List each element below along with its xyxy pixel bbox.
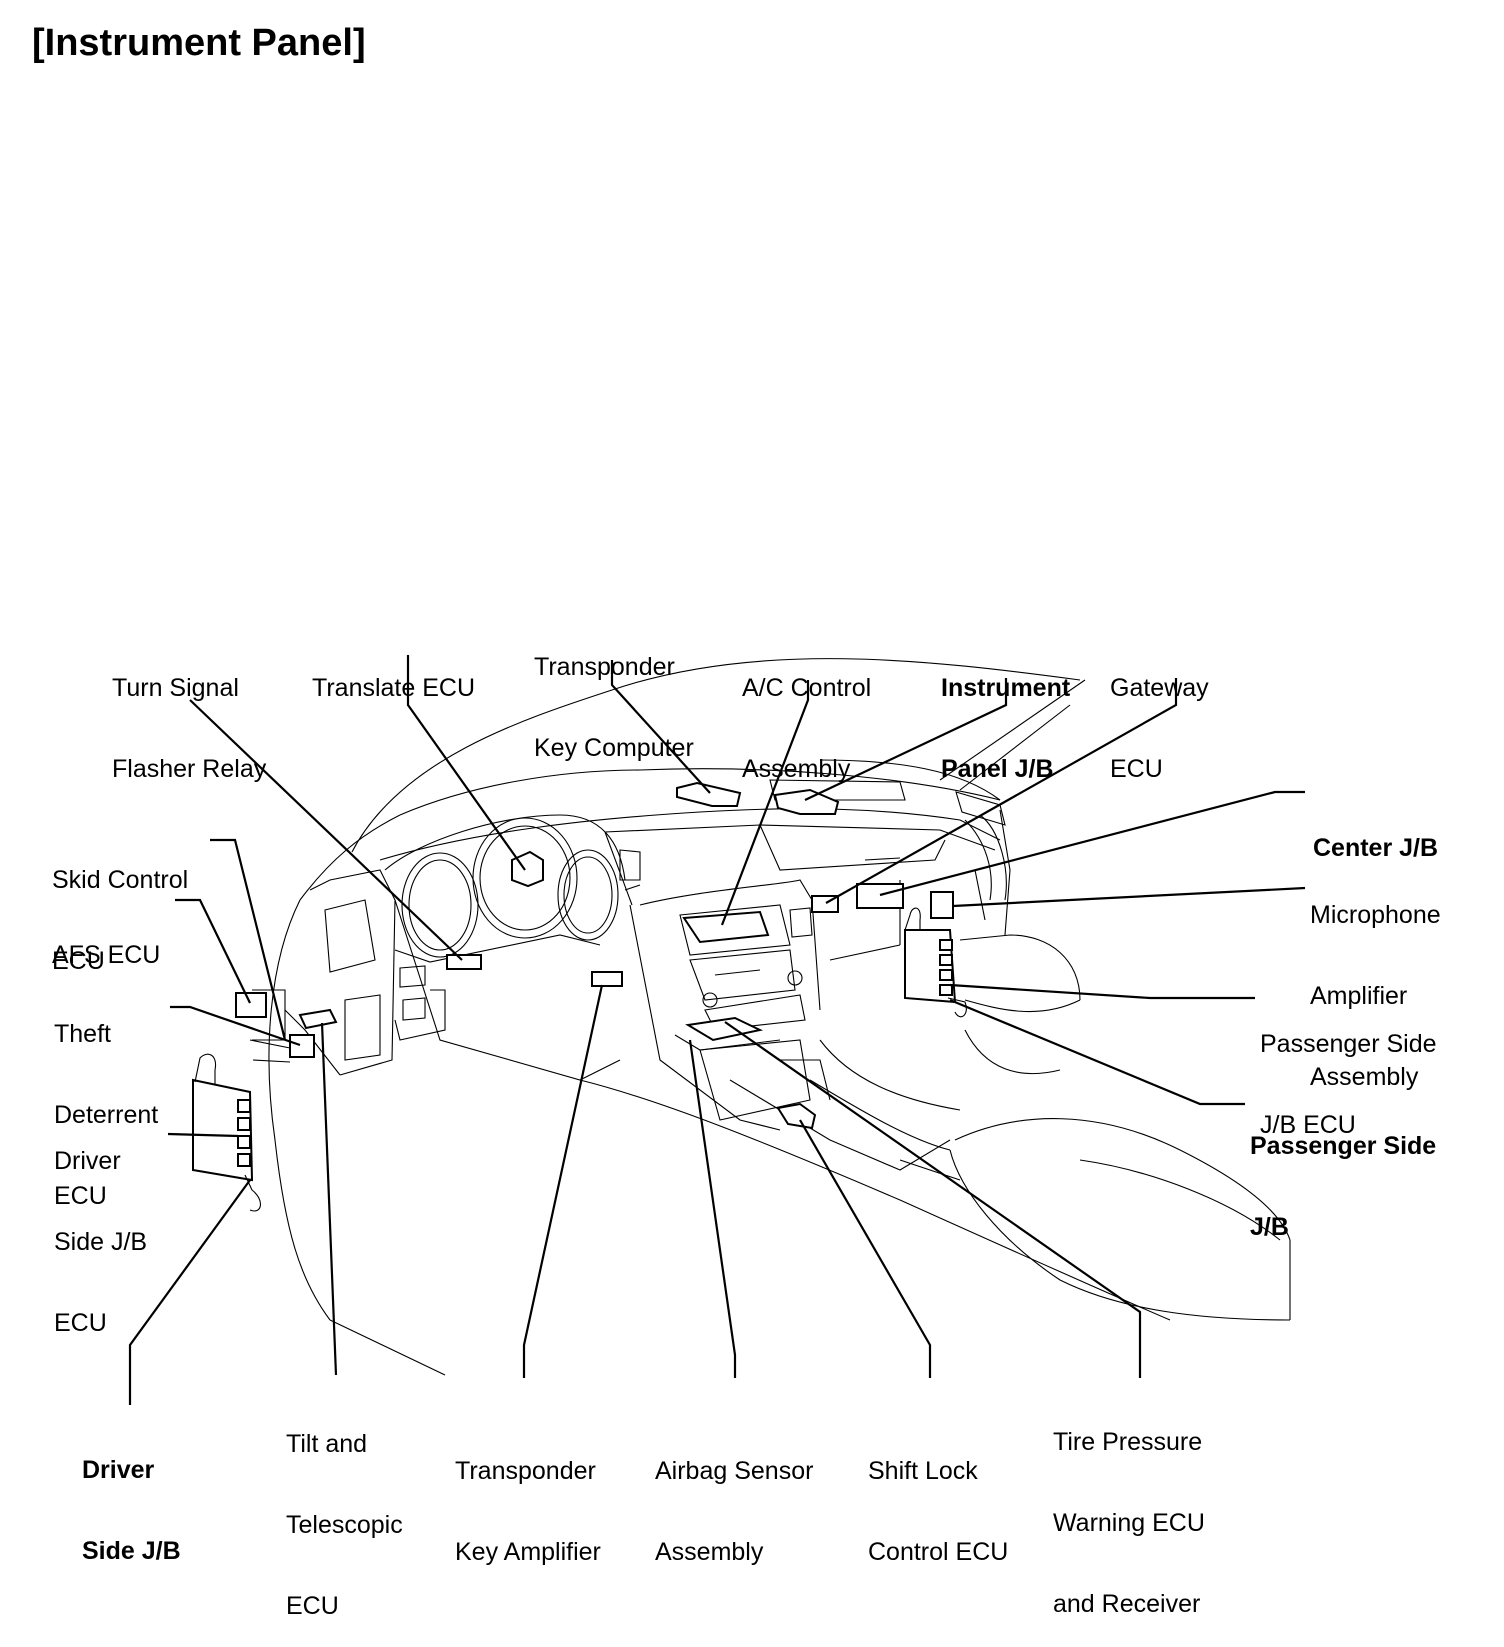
label-transponder-key-computer: Transponder Key Computer bbox=[534, 653, 694, 762]
leader-airbag bbox=[688, 1039, 737, 1378]
label-airbag-sensor-assembly: Airbag Sensor Assembly bbox=[655, 1457, 814, 1566]
translate-ecu-part bbox=[511, 850, 544, 888]
instrument-panel-jb-part bbox=[773, 788, 840, 815]
passenger-side-jb-part bbox=[904, 907, 967, 1018]
label-skid-control-ecu: Skid Control ECU bbox=[52, 866, 189, 975]
dashboard-outline bbox=[249, 658, 1291, 1376]
leader-ac-control bbox=[720, 680, 810, 926]
center-jb-part bbox=[856, 883, 904, 909]
label-shift-lock-control-ecu: Shift Lock Control ECU bbox=[868, 1457, 1009, 1566]
label-driver-side-jb-ecu: Driver Side J/B ECU bbox=[54, 1147, 148, 1337]
leader-driver-jb bbox=[128, 1179, 251, 1405]
leader-driver-ecu bbox=[167, 1132, 239, 1138]
leader-shift-lock bbox=[799, 1119, 932, 1378]
label-center-jb: Center J/B bbox=[1313, 834, 1439, 862]
leader-transponder-amp bbox=[522, 984, 604, 1378]
airbag-sensor-part bbox=[685, 1016, 764, 1042]
leader-passenger-jb bbox=[949, 998, 1245, 1106]
leader-theft bbox=[170, 1005, 301, 1047]
label-tire-pressure-warning-ecu: Tire Pressure Warning ECU and Receiver bbox=[1053, 1428, 1205, 1618]
leader-center-jb bbox=[879, 790, 1305, 897]
tilt-telescopic-part bbox=[298, 1008, 338, 1030]
leader-passenger-ecu bbox=[949, 983, 1255, 1000]
skid-control-ecu-part bbox=[252, 989, 286, 1041]
ac-control-part bbox=[682, 910, 770, 944]
leader-tilt bbox=[320, 1022, 338, 1376]
leader-afs bbox=[175, 898, 251, 1004]
label-afs-ecu: AFS ECU bbox=[52, 941, 161, 969]
leader-gateway bbox=[825, 678, 1178, 904]
leader-lines bbox=[128, 655, 1306, 1405]
leader-microphone bbox=[952, 886, 1306, 908]
label-gateway-ecu: Gateway ECU bbox=[1110, 674, 1209, 783]
instrument-panel-diagram bbox=[128, 655, 1306, 1405]
leader-transponder-computer bbox=[610, 660, 711, 794]
label-passenger-side-jb: Passenger Side J/B bbox=[1250, 1132, 1437, 1241]
label-ac-control-assembly: A/C Control Assembly bbox=[742, 674, 872, 783]
transponder-key-computer-part bbox=[676, 781, 742, 807]
leader-skid bbox=[210, 838, 287, 1041]
page-title: [Instrument Panel] bbox=[32, 22, 366, 64]
label-tilt-telescopic-ecu: Tilt and Telescopic ECU bbox=[286, 1430, 403, 1620]
label-transponder-key-amplifier: Transponder Key Amplifier bbox=[455, 1457, 601, 1566]
microphone-amplifier-part bbox=[930, 891, 954, 919]
theft-deterrent-part bbox=[289, 1034, 315, 1058]
label-instrument-panel-jb: Instrument Panel J/B bbox=[941, 674, 1071, 783]
label-theft-deterrent-ecu: Theft Deterrent ECU bbox=[54, 1020, 159, 1210]
component-parts bbox=[192, 781, 967, 1212]
leader-instrument-jb bbox=[804, 678, 1008, 801]
turn-signal-relay-part bbox=[446, 954, 482, 970]
label-passenger-side-jb-ecu: Passenger Side J/B ECU bbox=[1260, 1030, 1437, 1139]
label-translate-ecu: Translate ECU bbox=[312, 674, 476, 702]
leader-translate bbox=[406, 655, 526, 871]
driver-side-jb-part bbox=[192, 1053, 261, 1212]
transponder-key-amplifier-part bbox=[591, 971, 623, 987]
shift-lock-part bbox=[776, 1102, 817, 1130]
afs-ecu-part bbox=[235, 992, 267, 1018]
leader-turn-signal bbox=[189, 699, 463, 961]
label-turn-signal-flasher-relay: Turn Signal Flasher Relay bbox=[112, 674, 267, 783]
leader-tire-pressure bbox=[724, 1021, 1142, 1378]
label-microphone-amplifier-assembly: Microphone Amplifier Assembly bbox=[1310, 901, 1441, 1091]
